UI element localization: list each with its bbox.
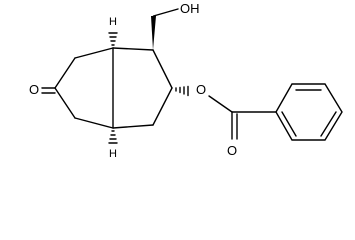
ketone-oxygen-label: O [29, 82, 39, 97]
hashed-bond-top-h [108, 32, 118, 46]
bond-c1-c2 [74, 47, 114, 59]
benzene-double-bond-2 [320, 111, 337, 137]
benzene-ring [275, 83, 343, 141]
ester-oxygen-label: O [196, 82, 206, 97]
hashed-bond-ester-o [175, 85, 189, 97]
molecule-drawing: O H H OH O [29, 1, 343, 160]
bond-ch2-o [152, 8, 179, 17]
fusion-h-top-label: H [109, 16, 117, 28]
bond-c8-c3 [112, 124, 154, 129]
hydroxyl-label: OH [180, 1, 200, 16]
bond-c1-c5 [54, 57, 76, 89]
hashed-bond-bottom-h [108, 130, 118, 144]
bond-c5-c4 [54, 87, 76, 119]
fusion-h-bottom-label: H [109, 148, 117, 160]
bond-c4-c3 [74, 117, 114, 129]
structure-diagram: O H H OH O [29, 1, 343, 160]
bond-c2-c6 [112, 47, 154, 51]
ester-carbonyl-oxygen-label: O [227, 143, 237, 158]
wedge-bond-ch2oh [151, 16, 156, 50]
bond-c7-c8 [152, 87, 173, 126]
bond-o-ester-carbon [208, 95, 233, 113]
benzene-double-bond-3 [281, 111, 297, 137]
bond-c6-c7 [152, 49, 173, 89]
